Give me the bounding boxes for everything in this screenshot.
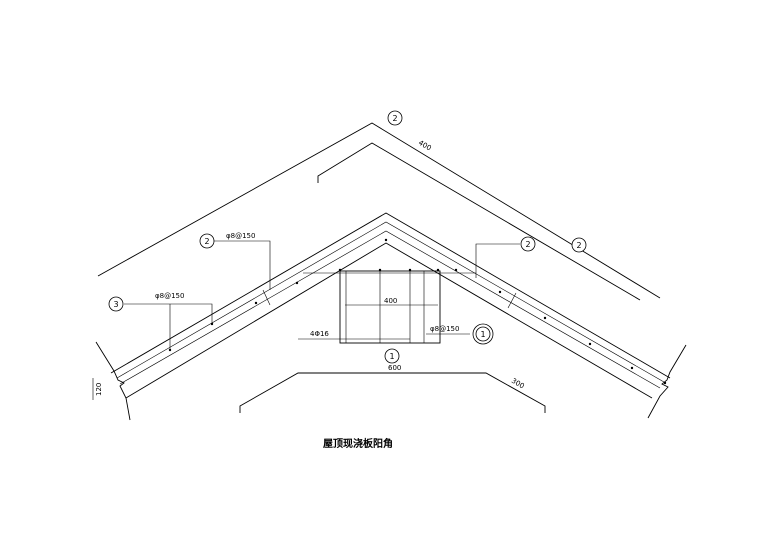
callout-beam-right: [475, 326, 491, 342]
callout-left-label: 3: [113, 300, 118, 309]
leader-upper-left: [214, 240, 271, 290]
rebar-beam-bars: 4Φ16: [310, 330, 329, 338]
callout-right-inner-label: 2: [525, 240, 530, 249]
left-rib: [262, 289, 271, 306]
drawing-title: 屋顶现浇板阳角: [323, 437, 393, 450]
left-break-mark: [95, 341, 131, 421]
callout-left: [108, 296, 124, 312]
leader-left: [124, 303, 213, 324]
callout-right-outer-label: 2: [576, 241, 581, 250]
right-break-mark: [647, 344, 687, 419]
rebar-stirrup: φ8@150: [430, 325, 459, 333]
dim-beam-width: 400: [384, 297, 397, 305]
callout-bottom-center-label: 1: [389, 352, 394, 361]
dim-thickness: 120: [95, 383, 103, 396]
callout-top-left-label: 2: [392, 114, 397, 123]
dim-top-run: 400: [417, 139, 433, 153]
callout-top-left: [387, 110, 403, 126]
callout-right-outer: [571, 237, 587, 253]
right-rib: [507, 292, 517, 309]
beam-outline: [339, 270, 441, 344]
rebar-left-mid: φ8@150: [155, 292, 184, 300]
callout-top-center-label: 2: [204, 237, 209, 246]
rebar-upper-left: φ8@150: [226, 232, 255, 240]
callout-beam-right-label: 1: [480, 330, 485, 339]
dim-bottom-side: 300: [510, 377, 526, 391]
slab-bottom-edge: [125, 242, 653, 399]
slab-top-edge: [110, 212, 671, 379]
slab-rebar-top: [116, 221, 665, 383]
top-rebar-outline: [97, 122, 661, 299]
callout-right-inner: [520, 236, 536, 252]
slab-rebar-bottom: [119, 230, 661, 389]
callout-top-center: [199, 233, 215, 249]
leader-right-inner: [475, 243, 520, 278]
bottom-dim-outline: [239, 372, 546, 413]
callout-bottom-center: [384, 348, 400, 364]
dim-bottom-run: 600: [388, 364, 401, 372]
top-inner-outline: [317, 142, 641, 301]
